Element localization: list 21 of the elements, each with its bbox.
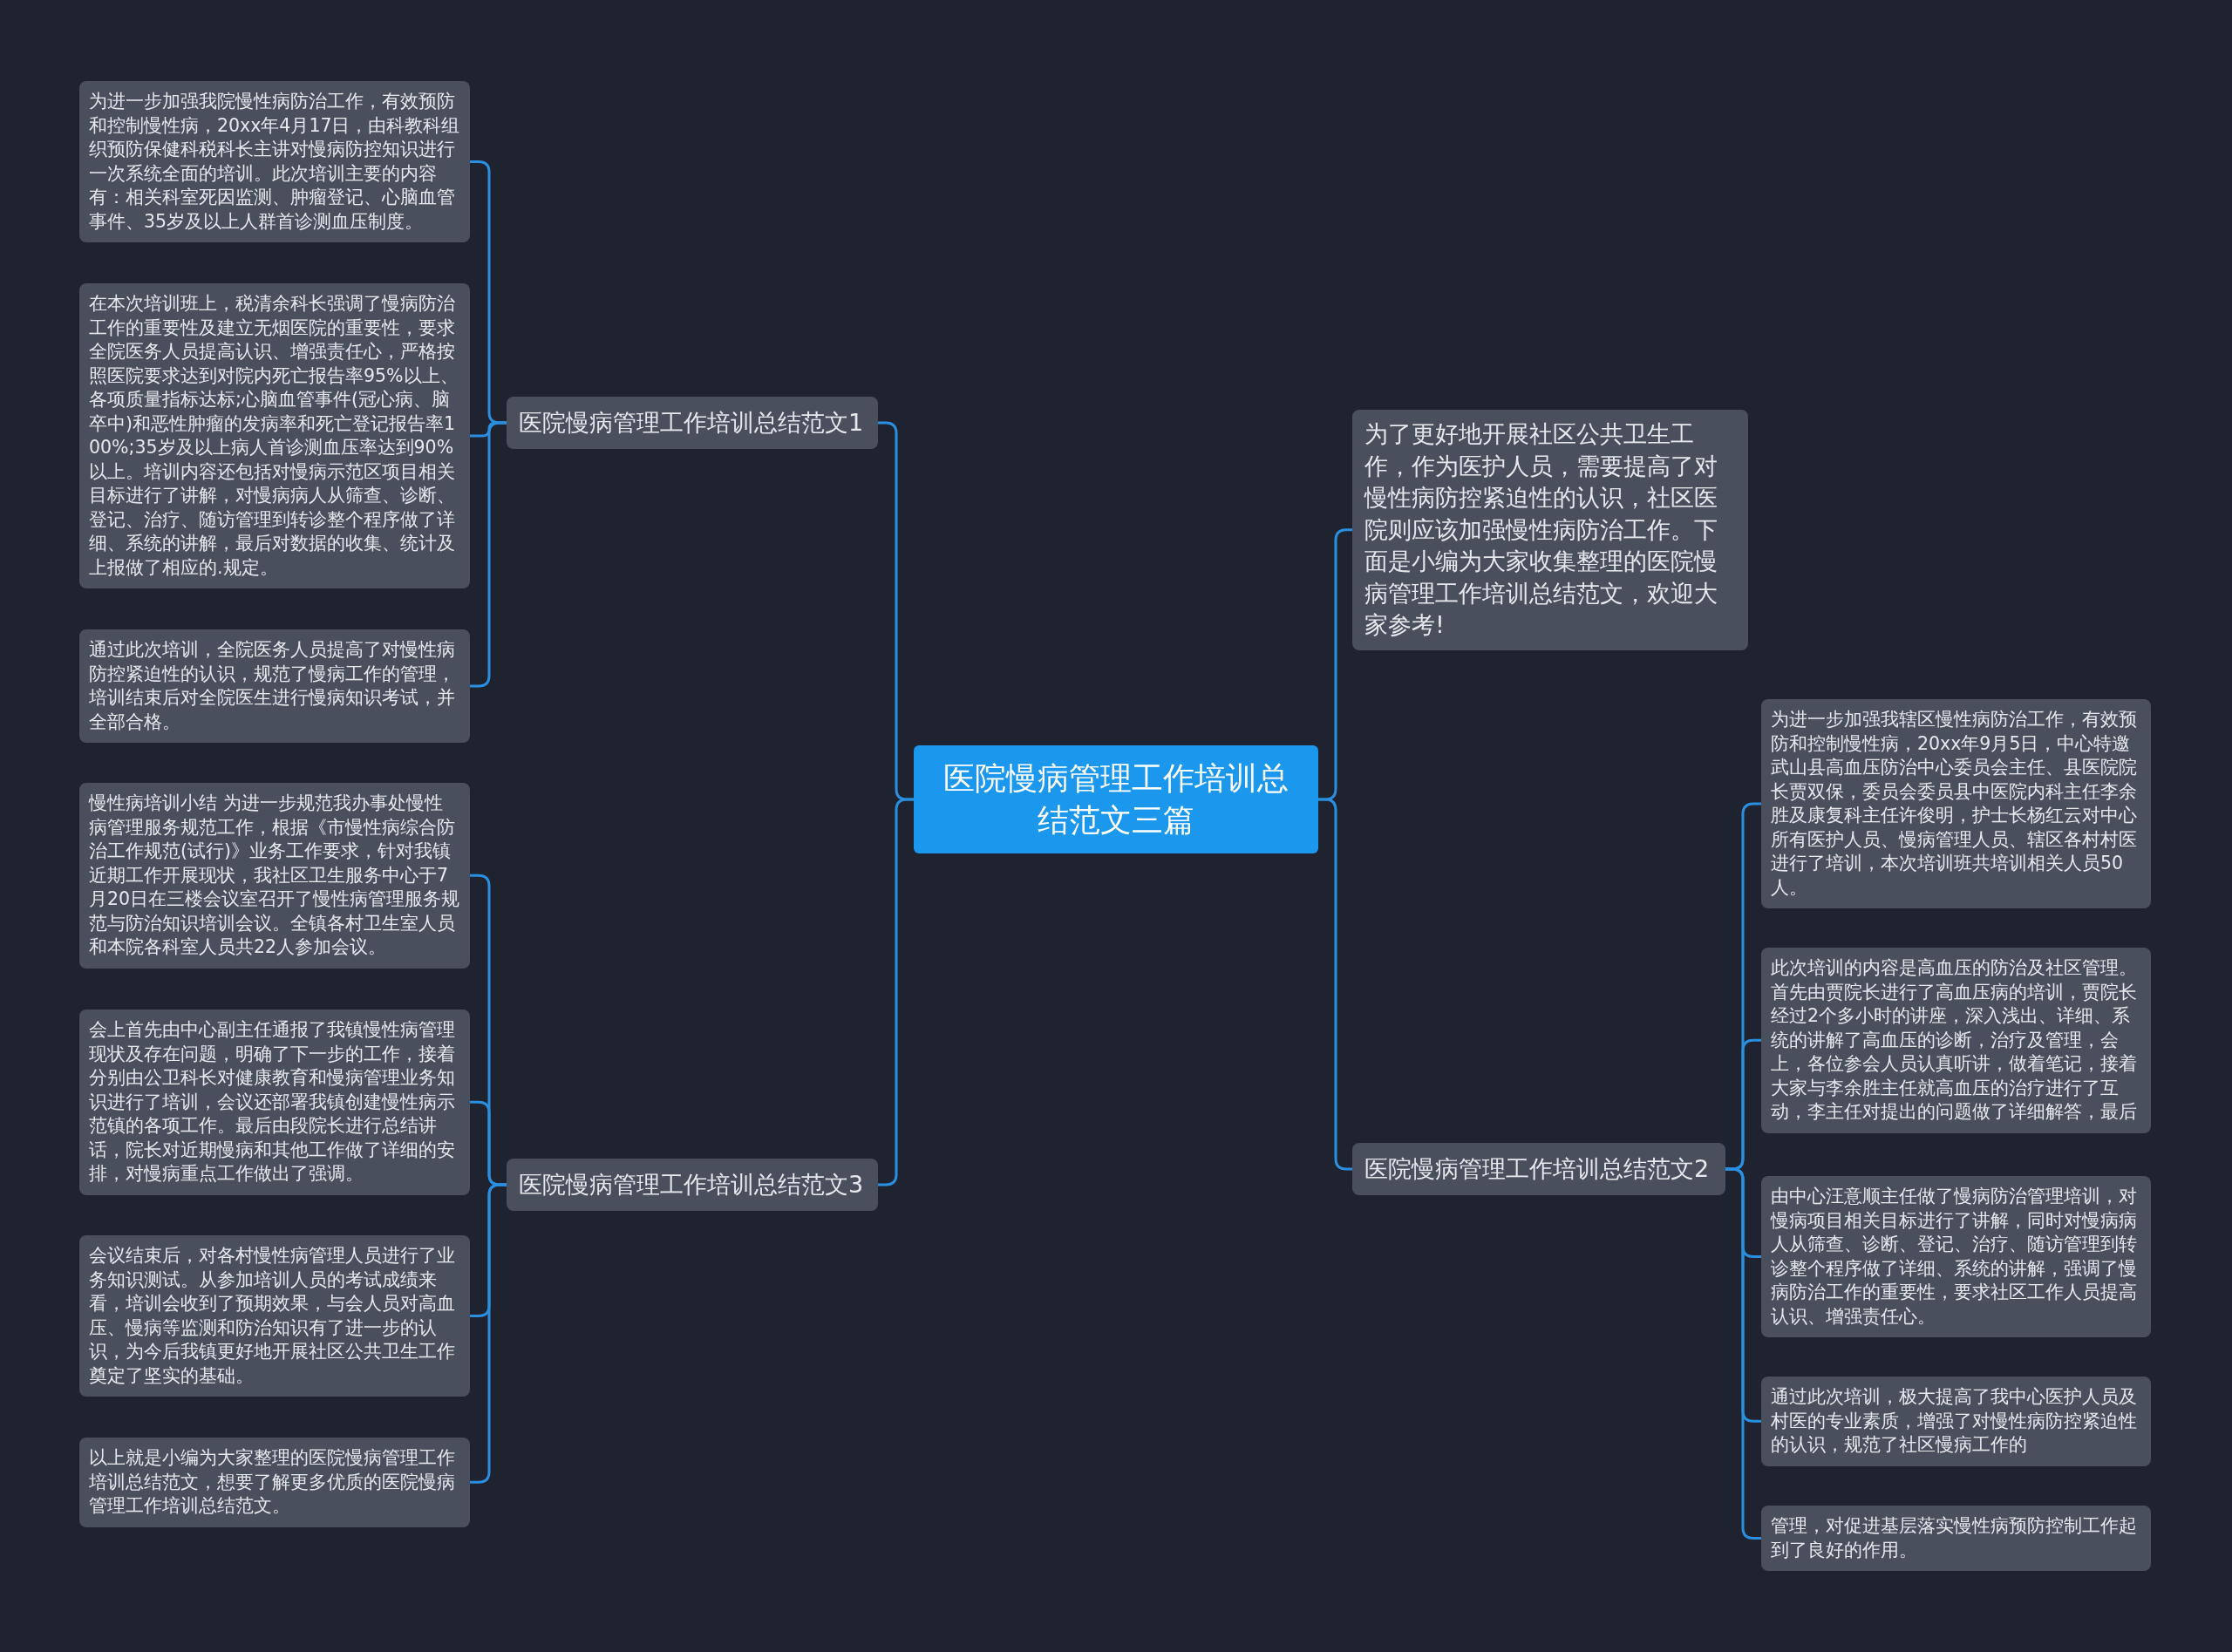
text-card: 慢性病培训小结 为进一步规范我办事处慢性病管理服务规范工作，根据《市慢性病综合防治工作规范(试行)》业务工作要求，针对我镇近期工作开展现状，我社区卫生服务中心于7月20日在三楼会议室召开了慢性病管理服务规范与防治知识培训会议。全镇各村卫生室人员和本院各科室人员共22人参加会议。: [79, 783, 470, 969]
text-card: 通过此次培训，极大提高了我中心医护人员及村医的专业素质，增强了对慢性病防控紧迫性的认识，规范了社区慢病工作的: [1761, 1377, 2151, 1466]
topic-box: 医院慢病管理工作培训总结范文2: [1352, 1143, 1725, 1195]
text-card: 会上首先由中心副主任通报了我镇慢性病管理现状及存在问题，明确了下一步的工作，接着分别由公卫科长对健康教育和慢病管理业务知识进行了培训，会议还部署我镇创建慢性病示范镇的各项工作。最后由段院长进行总结讲话，院长对近期慢病和其他工作做了详细的安排，对慢病重点工作做出了强调。: [79, 1010, 470, 1195]
text-card: 管理，对促进基层落实慢性病预防控制工作起到了良好的作用。: [1761, 1506, 2151, 1571]
text-card: 此次培训的内容是高血压的防治及社区管理。首先由贾院长进行了高血压病的培训，贾院长经过2个多小时的讲座，深入浅出、详细、系统的讲解了高血压的诊断，治疗及管理，会上，各位参会人员认真听讲，做着笔记，接着大家与李余胜主任就高血压的治疗进行了互动，李主任对提出的问题做了详细解答，最后: [1761, 948, 2151, 1133]
text-card: 以上就是小编为大家整理的医院慢病管理工作培训总结范文，想要了解更多优质的医院慢病管理工作培训总结范文。: [79, 1438, 470, 1527]
connector-line: [470, 421, 507, 688]
central-topic-box: 医院慢病管理工作培训总结范文三篇: [914, 745, 1318, 853]
text-card: 在本次培训班上，税清余科长强调了慢病防治工作的重要性及建立无烟医院的重要性，要求全院医务人员提高认识、增强责任心，严格按照医院要求达到对院内死亡报告率95%以上、各项质量指标达标;心脑血管事件(冠心病、脑卒中)和恶性肿瘤的发病率和死亡登记报告率100%;35岁及以上病人首诊测血压率达到90%以上。培训内容还包括对慢病示范区项目相关目标进行了讲解，对慢病病人从筛查、诊断、登记、治疗、随访管理到转诊整个程序做了详细、系统的讲解，最后对数据的收集、统计及上报做了相应的.规定。: [79, 283, 470, 588]
text-card: 会议结束后，对各村慢性病管理人员进行了业务知识测试。从参加培训人员的考试成绩来看，培训会收到了预期效果，与会人员对高血压、慢病等监测和防治知识有了进一步的认识，为今后我镇更好地开展社区公共卫生工作奠定了坚实的基础。: [79, 1235, 470, 1397]
text-card: 为了更好地开展社区公共卫生工作，作为医护人员，需要提高了对慢性病防控紧迫性的认识，社区医院则应该加强慢性病防治工作。下面是小编为大家收集整理的医院慢病管理工作培训总结范文，欢迎大家参考!: [1352, 410, 1748, 650]
text-card: 为进一步加强我院慢性病防治工作，有效预防和控制慢性病，20xx年4月17日，由科教科组织预防保健科税科长主讲对慢病防控知识进行一次系统全面的培训。此次培训主要的内容有：相关科室死因监测、肿瘤登记、心脑血管事件、35岁及以上人群首诊测血压制度。: [79, 81, 470, 242]
connector-line: [470, 1183, 507, 1484]
connector-line: [878, 798, 914, 1186]
text-card: 由中心汪意顺主任做了慢病防治管理培训，对慢病项目相关目标进行了讲解，同时对慢病病人从筛查、诊断、登记、治疗、随访管理到转诊整个程序做了详细、系统的讲解，强调了慢病防治工作的重要性，要求社区工作人员提高认识、增强责任心。: [1761, 1176, 2151, 1337]
text-card: 通过此次培训，全院医务人员提高了对慢性病防控紧迫性的认识，规范了慢病工作的管理，培训结束后对全院医生进行慢病知识考试，并全部合格。: [79, 629, 470, 743]
topic-box: 医院慢病管理工作培训总结范文1: [507, 397, 878, 449]
connector-line: [1725, 1167, 1761, 1540]
text-card: 为进一步加强我辖区慢性病防治工作，有效预防和控制慢性病，20xx年9月5日，中心特邀武山县高血压防治中心委员会主任、县医院院长贾双保，委员会委员县中医院内科主任李余胜及康复科主任许俊明，护士长杨红云对中心所有医护人员、慢病管理人员、辖区各村村医进行了培训，本次培训班共培训相关人员50人。: [1761, 699, 2151, 908]
topic-box: 医院慢病管理工作培训总结范文3: [507, 1159, 878, 1211]
